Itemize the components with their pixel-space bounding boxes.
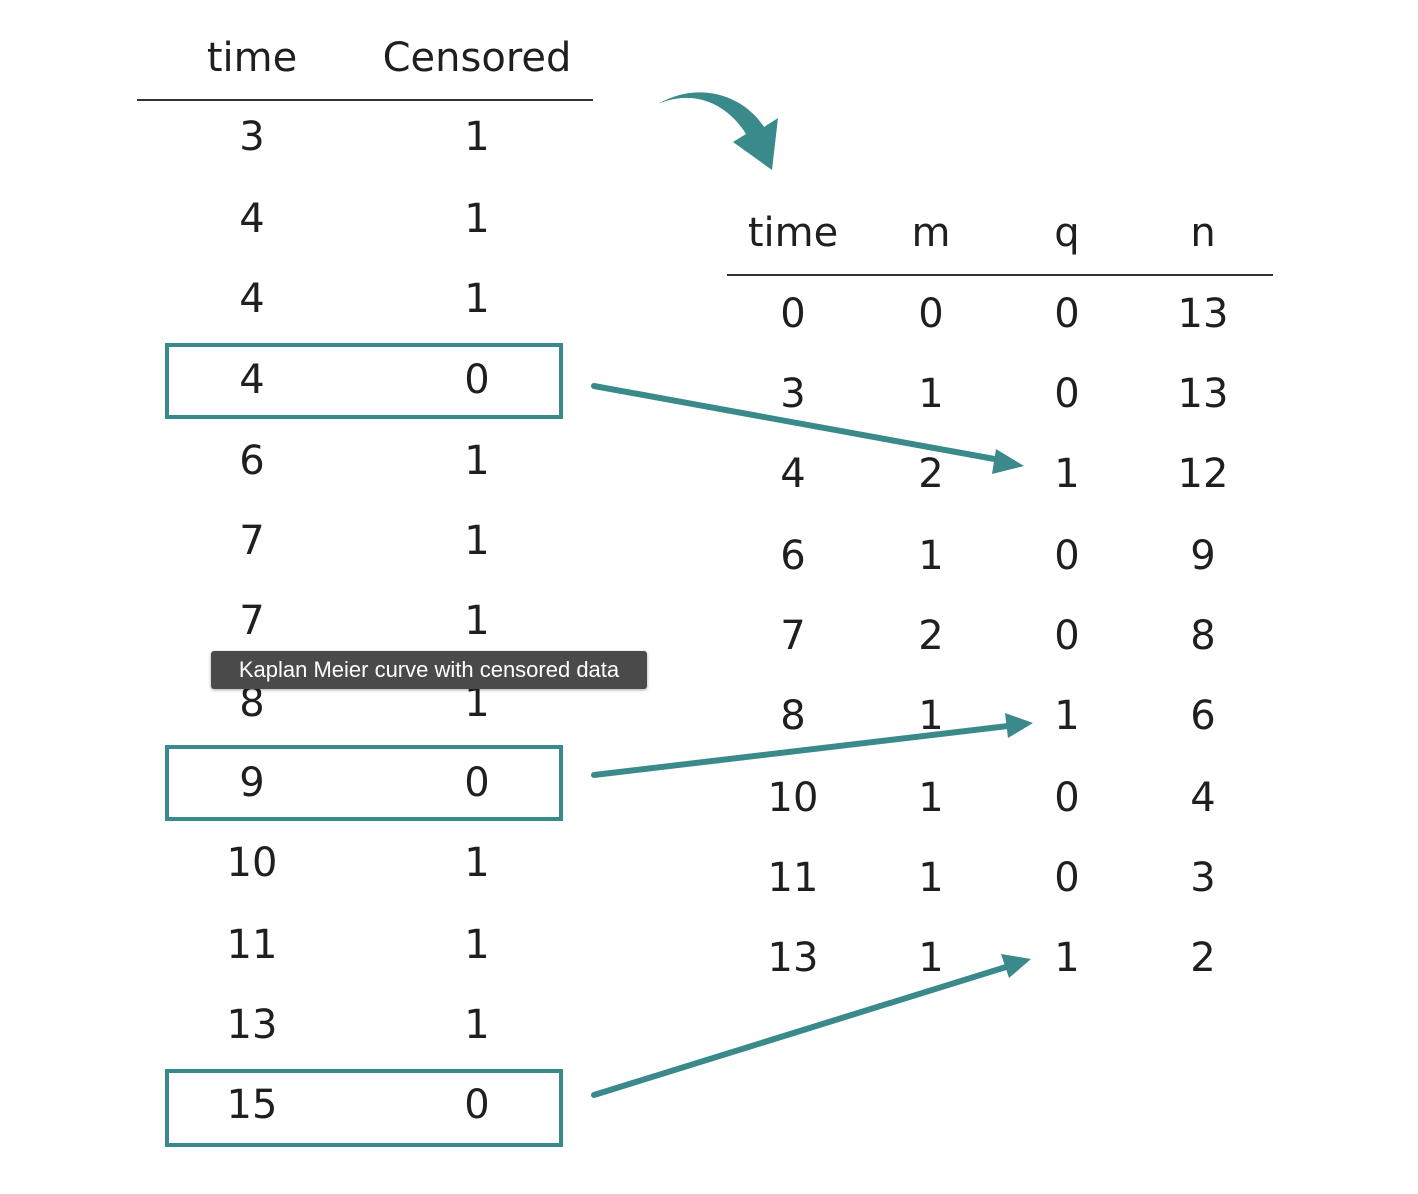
left-cell-time: 6 xyxy=(239,438,265,484)
censor-link-arrow xyxy=(591,723,1011,778)
left-cell-censored: 1 xyxy=(464,598,490,644)
right-cell-m: 1 xyxy=(918,371,944,417)
tooltip: Kaplan Meier curve with censored data xyxy=(211,651,647,689)
left-cell-time: 7 xyxy=(239,518,265,564)
right-cell-n: 13 xyxy=(1177,291,1229,337)
censored-row-highlight xyxy=(165,745,563,821)
right-cell-time: 3 xyxy=(780,371,806,417)
left-cell-time: 9 xyxy=(239,760,265,806)
left-cell-censored: 1 xyxy=(464,518,490,564)
right-cell-m: 1 xyxy=(918,855,944,901)
right-cell-n: 8 xyxy=(1190,613,1216,659)
left-cell-censored: 1 xyxy=(464,114,490,160)
right-cell-n: 4 xyxy=(1190,775,1216,821)
left-cell-time: 13 xyxy=(226,1002,278,1048)
censored-row-highlight xyxy=(165,343,563,419)
left-header-time: time xyxy=(206,35,298,81)
right-cell-time: 11 xyxy=(767,855,819,901)
left-cell-censored: 1 xyxy=(464,922,490,968)
left-cell-time: 11 xyxy=(226,922,278,968)
left-cell-censored: 0 xyxy=(464,357,490,403)
right-cell-q: 0 xyxy=(1054,533,1080,579)
right-cell-m: 2 xyxy=(918,613,944,659)
right-cell-q: 1 xyxy=(1054,451,1080,497)
arrowhead-icon xyxy=(1005,713,1033,738)
right-cell-time: 6 xyxy=(780,533,806,579)
right-header-rule xyxy=(727,274,1273,276)
right-cell-time: 0 xyxy=(780,291,806,337)
right-cell-m: 1 xyxy=(918,533,944,579)
right-cell-n: 6 xyxy=(1190,693,1216,739)
right-cell-q: 0 xyxy=(1054,613,1080,659)
right-cell-n: 2 xyxy=(1190,935,1216,981)
censored-row-highlight xyxy=(165,1069,563,1147)
right-cell-q: 0 xyxy=(1054,775,1080,821)
right-cell-q: 0 xyxy=(1054,291,1080,337)
arrowhead-icon xyxy=(992,449,1024,474)
right-cell-time: 8 xyxy=(780,693,806,739)
right-header-m: m xyxy=(911,210,951,256)
left-cell-censored: 1 xyxy=(464,680,490,726)
right-cell-m: 1 xyxy=(918,775,944,821)
left-cell-time: 10 xyxy=(226,840,278,886)
right-header-time: time xyxy=(747,210,839,256)
left-cell-time: 8 xyxy=(239,680,265,726)
right-header-n: n xyxy=(1190,210,1216,256)
right-cell-n: 13 xyxy=(1177,371,1229,417)
right-cell-n: 9 xyxy=(1190,533,1216,579)
left-cell-time: 15 xyxy=(226,1082,278,1128)
right-cell-q: 0 xyxy=(1054,855,1080,901)
left-cell-time: 4 xyxy=(239,196,265,242)
right-cell-m: 1 xyxy=(918,935,944,981)
right-cell-time: 10 xyxy=(767,775,819,821)
left-cell-censored: 1 xyxy=(464,438,490,484)
left-cell-time: 4 xyxy=(239,357,265,403)
censor-link-arrow xyxy=(591,964,1009,1098)
left-cell-time: 7 xyxy=(239,598,265,644)
right-cell-time: 4 xyxy=(780,451,806,497)
left-cell-censored: 1 xyxy=(464,196,490,242)
right-cell-time: 13 xyxy=(767,935,819,981)
left-cell-time: 4 xyxy=(239,276,265,322)
arrowhead-icon xyxy=(1001,954,1031,978)
censor-link-arrow xyxy=(591,383,1003,463)
left-header-censored: Censored xyxy=(382,35,572,81)
right-cell-m: 2 xyxy=(918,451,944,497)
right-cell-time: 7 xyxy=(780,613,806,659)
left-cell-censored: 0 xyxy=(464,1082,490,1128)
left-cell-censored: 0 xyxy=(464,760,490,806)
right-cell-n: 12 xyxy=(1177,451,1229,497)
right-cell-n: 3 xyxy=(1190,855,1216,901)
right-cell-m: 0 xyxy=(918,291,944,337)
right-cell-q: 1 xyxy=(1054,935,1080,981)
left-header-rule xyxy=(137,99,593,101)
left-cell-time: 3 xyxy=(239,114,265,160)
right-header-q: q xyxy=(1054,210,1080,256)
right-cell-m: 1 xyxy=(918,693,944,739)
transform-arrow-icon xyxy=(658,92,778,170)
left-cell-censored: 1 xyxy=(464,1002,490,1048)
left-cell-censored: 1 xyxy=(464,276,490,322)
left-cell-censored: 1 xyxy=(464,840,490,886)
right-cell-q: 1 xyxy=(1054,693,1080,739)
right-cell-q: 0 xyxy=(1054,371,1080,417)
